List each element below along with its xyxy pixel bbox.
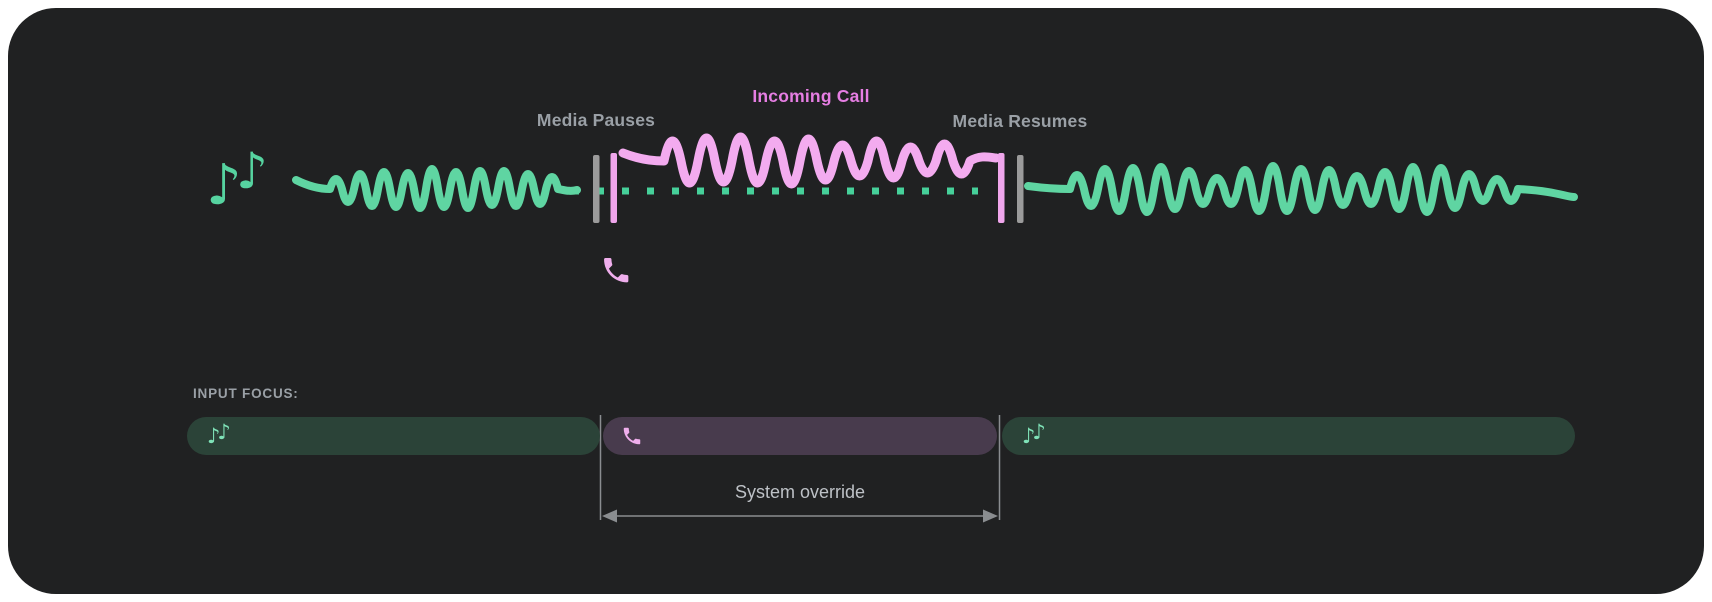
input-focus-heading: INPUT FOCUS: (193, 386, 299, 401)
pause-barrier-pink (610, 153, 617, 223)
music-notes-icon: ♪♪ (207, 419, 231, 448)
system-override-label: System override (734, 482, 866, 502)
call-waveform (618, 132, 1001, 189)
note-glyph: ♪ (236, 142, 268, 200)
label-media-pauses: Media Pauses (536, 110, 656, 130)
music-notes-icon: ♪♪ (1022, 419, 1046, 448)
focus-bar-media-1: ♪♪ (187, 417, 600, 455)
phone-call-icon (604, 258, 629, 283)
focus-bar-media-2: ♪♪ (1002, 417, 1575, 455)
label-media-resumes: Media Resumes (952, 111, 1088, 131)
resume-barrier-gray (1017, 155, 1024, 223)
focus-bar-call (603, 417, 997, 455)
system-override-arrow (602, 509, 998, 523)
resume-barrier-pink (998, 153, 1005, 223)
timeline-diagram (292, 132, 1578, 523)
pause-barrier-gray (593, 155, 600, 223)
phone-icon (623, 427, 641, 445)
media-waveform-after (1024, 162, 1578, 216)
diagram-card: ♪ ♪ Media Pauses Incoming Call Media Res… (8, 8, 1704, 594)
media-waveform-before (292, 165, 581, 212)
music-notes-icon: ♪ ♪ (206, 146, 286, 226)
note-glyph: ♪ (206, 153, 242, 218)
label-incoming-call: Incoming Call (752, 86, 870, 106)
